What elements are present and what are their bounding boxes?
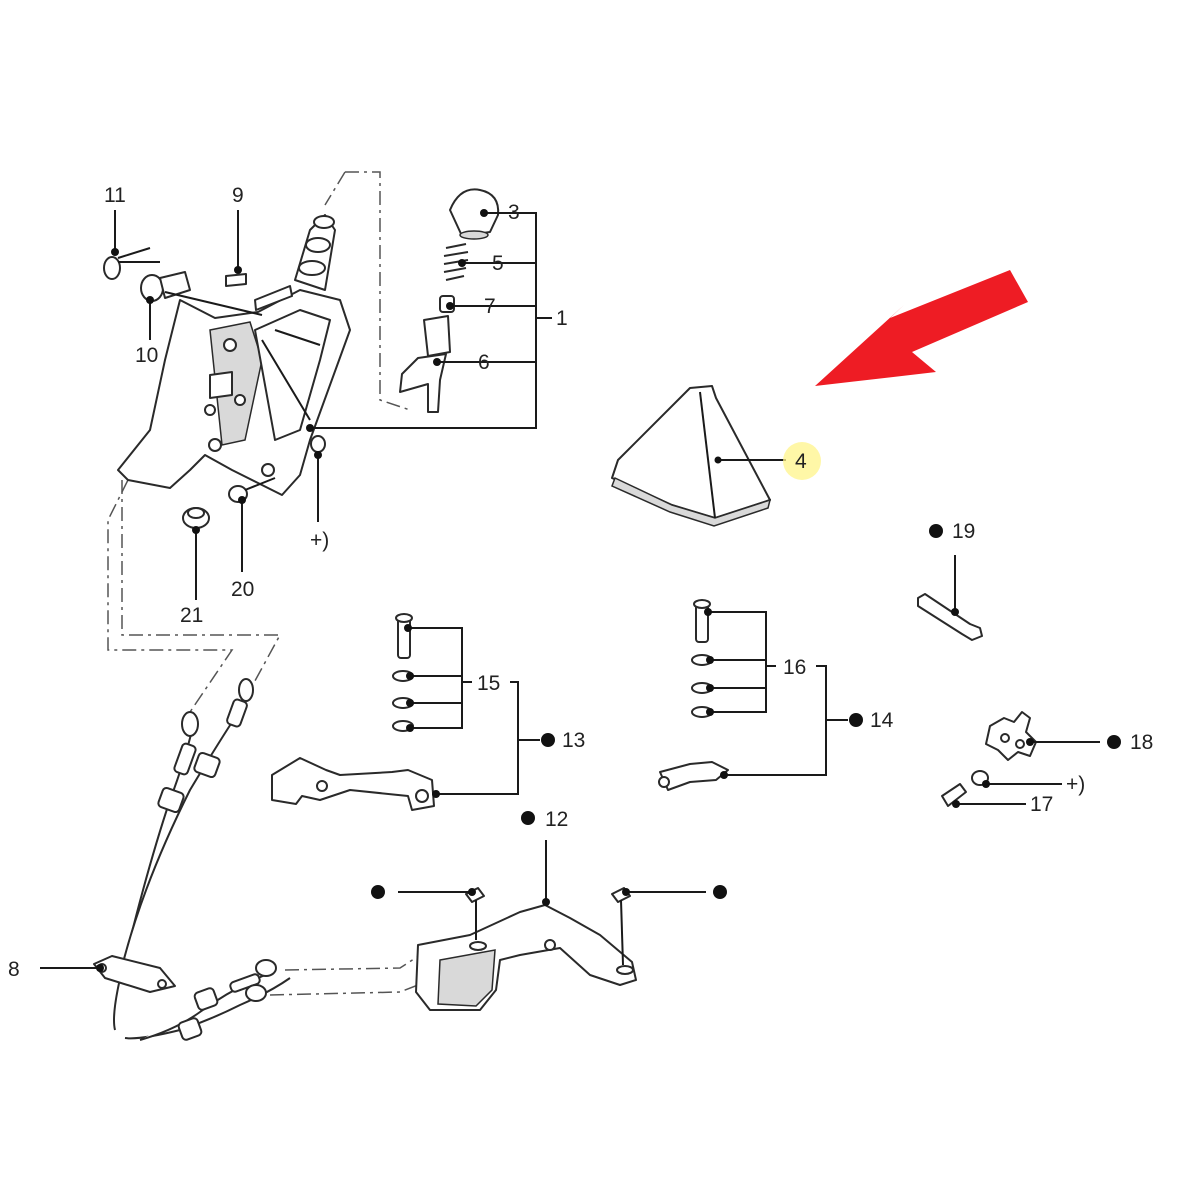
- red-arrow: [815, 270, 1028, 386]
- label-5: 5: [492, 252, 504, 275]
- label-21: 21: [180, 604, 203, 627]
- part-18-bracket: [985, 711, 1121, 761]
- part-19-link: [917, 524, 983, 641]
- part-11-clip: [103, 210, 160, 280]
- label-4: 4: [795, 450, 807, 473]
- part-13-lever: [271, 613, 435, 811]
- part-9-pin: [225, 210, 247, 287]
- label-15: 15: [477, 672, 500, 695]
- label-17: 17: [1030, 793, 1053, 816]
- part-labels: 11 9 10 3 5 7 1 6 4 +) 20 21 19 15 13 16…: [8, 184, 1153, 981]
- part-21-grommet: [182, 507, 210, 600]
- bracket-1: [306, 209, 552, 432]
- part-10-bushing: [140, 271, 263, 340]
- label-16: 16: [783, 656, 806, 679]
- label-8: 8: [8, 958, 20, 981]
- phantom-lines: [107, 171, 421, 996]
- label-20: 20: [231, 578, 254, 601]
- label-12: 12: [545, 808, 568, 831]
- label-9: 9: [232, 184, 244, 207]
- label-13: 13: [562, 729, 585, 752]
- label-plus-a: +): [310, 529, 329, 552]
- label-18: 18: [1130, 731, 1153, 754]
- part-14-lever: [658, 599, 729, 791]
- shifter-housing: [117, 214, 351, 496]
- label-1: 1: [556, 307, 568, 330]
- part-17-clip: [941, 770, 1062, 808]
- label-6: 6: [478, 351, 490, 374]
- bracket-15: [404, 624, 555, 798]
- plus-screw-a: [310, 435, 326, 522]
- part-20-nut: [228, 477, 276, 572]
- part-12-bracket: [371, 811, 727, 1011]
- highlight-circle: [783, 442, 821, 480]
- label-14: 14: [870, 709, 894, 732]
- part-4-gaiter: [611, 385, 821, 527]
- label-3: 3: [508, 201, 520, 224]
- label-plus-b: +): [1066, 773, 1085, 796]
- bracket-16: [704, 608, 863, 779]
- shift-cables: [40, 678, 291, 1041]
- label-7: 7: [484, 295, 496, 318]
- label-11: 11: [104, 184, 126, 207]
- label-19: 19: [952, 520, 975, 543]
- label-10: 10: [135, 344, 158, 367]
